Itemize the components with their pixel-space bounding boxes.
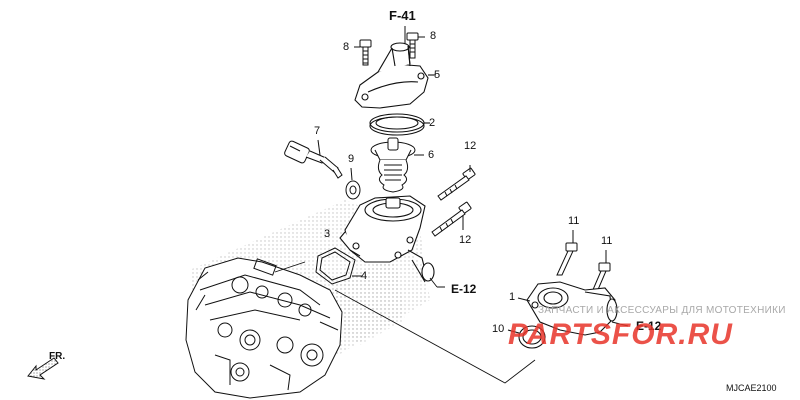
bolt-11-left	[556, 230, 578, 276]
part-label-6: 6	[428, 149, 435, 161]
part-label-12-lower: 12	[459, 234, 472, 246]
water-pipe-joint	[517, 281, 629, 336]
part-label-2: 2	[429, 117, 436, 129]
assembly-leader	[274, 261, 536, 384]
thermostat-housing	[339, 195, 435, 283]
front-direction-label: FR.	[49, 351, 66, 362]
washer	[345, 167, 361, 200]
thermostat-cover	[354, 42, 436, 109]
part-label-8-left: 8	[343, 41, 350, 53]
part-label-5: 5	[434, 69, 441, 81]
bolt-12-lower	[431, 201, 472, 237]
part-label-9: 9	[348, 153, 355, 165]
pipe-o-ring	[507, 325, 546, 349]
part-label-10: 10	[492, 323, 505, 335]
part-label-7: 7	[314, 125, 321, 137]
watermark-logo: PARTSFOR.RU	[508, 318, 733, 351]
bolt-11-right	[591, 250, 611, 293]
housing-gasket	[315, 247, 362, 285]
part-label-11-left: 11	[568, 215, 580, 227]
reference-e12-lower: E-12	[636, 319, 662, 333]
front-arrow-icon	[27, 357, 59, 380]
bolt-12-upper	[437, 165, 476, 201]
thermostat	[370, 137, 424, 193]
reference-e12-upper: E-12	[451, 282, 477, 296]
watermark-caption: ЗАПЧАСТИ И АКСЕССУАРЫ ДЛЯ МОТОТЕХНИКИ	[538, 305, 786, 316]
diagram-code: MJCAE2100	[726, 383, 777, 393]
part-label-11-right: 11	[601, 235, 613, 247]
engine-block	[185, 257, 343, 399]
temperature-sensor	[284, 139, 343, 179]
part-label-3: 3	[324, 228, 331, 240]
part-label-1: 1	[509, 291, 516, 303]
bolt-8-left	[359, 39, 372, 66]
part-label-12-upper: 12	[464, 140, 477, 152]
reference-f41: F-41	[389, 8, 416, 23]
seal-ring	[369, 113, 430, 136]
part-label-4: 4	[361, 270, 368, 282]
part-label-8-right: 8	[430, 30, 437, 42]
